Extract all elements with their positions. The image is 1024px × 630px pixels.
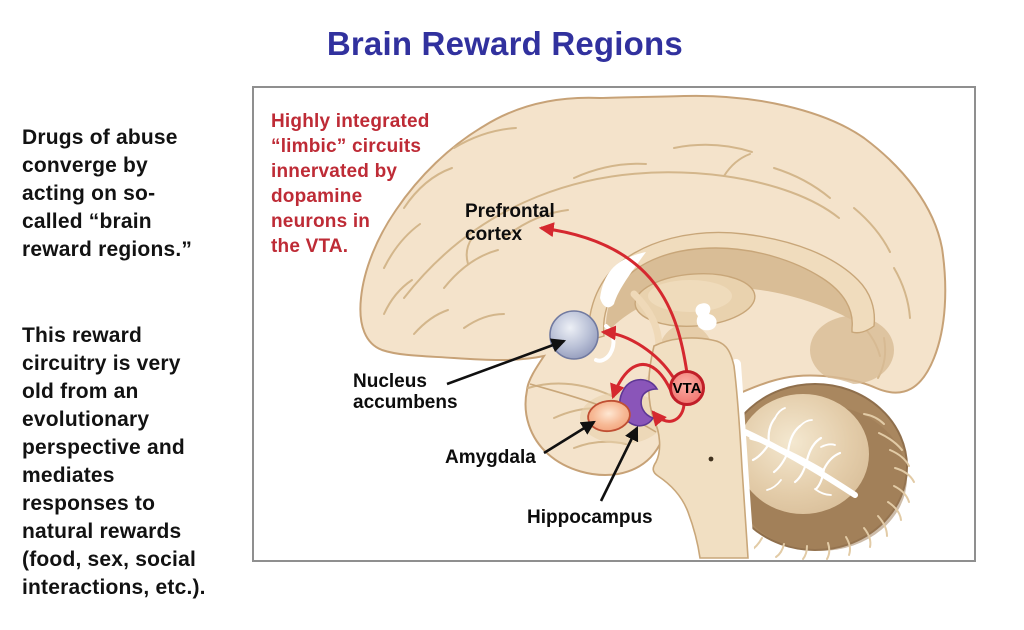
prefrontal-cortex-label: Prefrontal — [465, 201, 555, 222]
amygdala-structure — [587, 399, 631, 433]
label-arrows — [446, 338, 639, 502]
intro-paragraph-2: This reward circuitry is very old from a… — [22, 324, 206, 599]
intro-text-block: Drugs of abuse converge by acting on so-… — [22, 96, 244, 630]
arbor-vitae — [742, 407, 858, 498]
page-title: Brain Reward Regions — [326, 25, 683, 62]
vta-to-hippocampus-arrow — [651, 404, 686, 427]
nucleus-accumbens-label-line2: accumbens — [353, 392, 458, 413]
cerebellum-shape — [710, 377, 915, 560]
brainstem — [647, 337, 749, 559]
cerebellum-body — [737, 394, 869, 514]
brain-diagram-panel: Highly integrated “limbic” circuits inne… — [252, 86, 976, 562]
brainstem-dot — [708, 456, 714, 462]
prefrontal-cortex-label-line2: cortex — [465, 224, 522, 245]
dopamine-pathway-arrows — [538, 222, 689, 427]
vta-label: VTA — [673, 380, 702, 397]
splenium-shade — [810, 316, 894, 384]
hippocampus-label-arrow — [599, 426, 639, 502]
accumbens-label-arrow — [446, 338, 567, 386]
vta-to-accumbens-arrow — [600, 325, 675, 378]
colliculi — [695, 303, 717, 331]
limbic-note-text: Highly integrated “limbic” circuits inne… — [271, 111, 430, 257]
corpus-callosum — [588, 231, 876, 341]
vta-to-prefrontal-arrow — [538, 222, 689, 374]
brainstem-gap — [731, 359, 755, 560]
vta-to-amygdala-arrow — [610, 362, 673, 400]
thalamus-highlight — [648, 280, 732, 312]
lateral-ventricle — [600, 252, 646, 308]
cerebellum-folia-lines — [710, 413, 915, 560]
amygdala-label-arrow — [543, 420, 596, 455]
nucleus-accumbens-label: Nucleus — [353, 371, 427, 392]
cerebrum-shape — [359, 94, 947, 476]
nucleus-accumbens-structure — [549, 310, 599, 360]
amygdala-label: Amygdala — [445, 447, 536, 468]
vta-structure — [669, 370, 705, 406]
ventricle-shade — [605, 245, 867, 334]
hippocampus-label: Hippocampus — [527, 507, 653, 528]
intro-paragraph-1: Drugs of abuse converge by acting on so-… — [22, 126, 193, 261]
brain-illustration: VTA Prefrontal cortex Nucleus accumbens … — [353, 94, 947, 560]
